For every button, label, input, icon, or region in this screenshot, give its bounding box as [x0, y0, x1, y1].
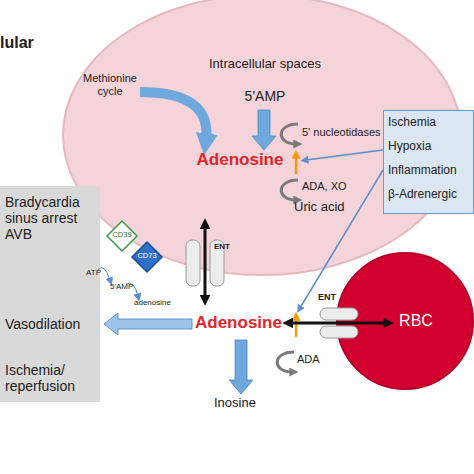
block-arrow [104, 313, 192, 335]
node-text: β-Adrenergic [388, 188, 474, 202]
block-arrow [229, 340, 253, 394]
enzyme-diamond-fill [107, 221, 137, 251]
increase-arrow [295, 156, 298, 174]
node-text: Vasodilation [5, 316, 97, 332]
increase-arrow [295, 318, 298, 337]
red-blood-cell: RBC [336, 252, 474, 390]
channel-half [320, 308, 358, 320]
trigger-box: IschemiaHypoxiaInflammation β-Adrenergic [383, 110, 474, 214]
enzyme-diamond: CD39 [106, 220, 138, 252]
text-label: ATP [86, 268, 101, 277]
conversion-arrow [98, 268, 110, 280]
node-text: ENT [312, 292, 342, 302]
curved-arrow [277, 352, 294, 372]
channel-half [320, 326, 358, 338]
double-arrow [204, 226, 207, 298]
node-text: ENT [214, 242, 238, 251]
transporter-channel: ENT [318, 306, 360, 340]
node-text: 5' nucleotidases [302, 126, 402, 139]
node-text: Uric acid [294, 200, 374, 215]
node-text: Ischemia [388, 116, 474, 130]
node-text: CD39 [106, 231, 138, 240]
text-label: ADA [297, 353, 320, 366]
node-text: RBC [386, 312, 446, 330]
curved-arrow [140, 92, 206, 140]
enzyme-diamond: CD73 [131, 241, 163, 273]
text-label: Inosine [214, 396, 256, 411]
transporter-channel: ENT [184, 236, 226, 290]
enzyme-diamond-fill [132, 242, 162, 272]
text-label: 5'AMP [110, 282, 133, 291]
node-text: ADA, XO [302, 180, 372, 193]
text-label: Adenosine [195, 313, 282, 333]
trigger-arrow [306, 150, 383, 160]
curved-arrow [281, 124, 298, 144]
red-blood-cell-fill [337, 253, 473, 389]
conversion-arrow [126, 283, 138, 296]
text-label: lular [0, 34, 34, 52]
node-text: CD73 [131, 252, 163, 261]
curved-arrow [281, 180, 298, 200]
text-label: adenosine [134, 298, 171, 307]
channel-half [186, 240, 200, 286]
node-text: Adenosine [190, 150, 290, 170]
node-text: Inflammation [388, 164, 474, 178]
double-arrow [290, 322, 386, 325]
effect-box: Bradycardia sinus arrest AVB Vasodilation… [0, 186, 100, 402]
node-text: Bradycardia sinus arrest AVB [5, 194, 95, 242]
transporter-channel-outline [318, 306, 360, 340]
node-text: Ischemia/ reperfusion [5, 362, 95, 394]
node-text: Methionine cycle [70, 72, 150, 97]
block-arrow [252, 110, 276, 150]
node-text: Intracellular spaces [195, 57, 335, 72]
trigger-arrow [300, 170, 383, 308]
node-text: 5'AMP [235, 88, 295, 104]
node-text: Hypoxia [388, 140, 474, 154]
